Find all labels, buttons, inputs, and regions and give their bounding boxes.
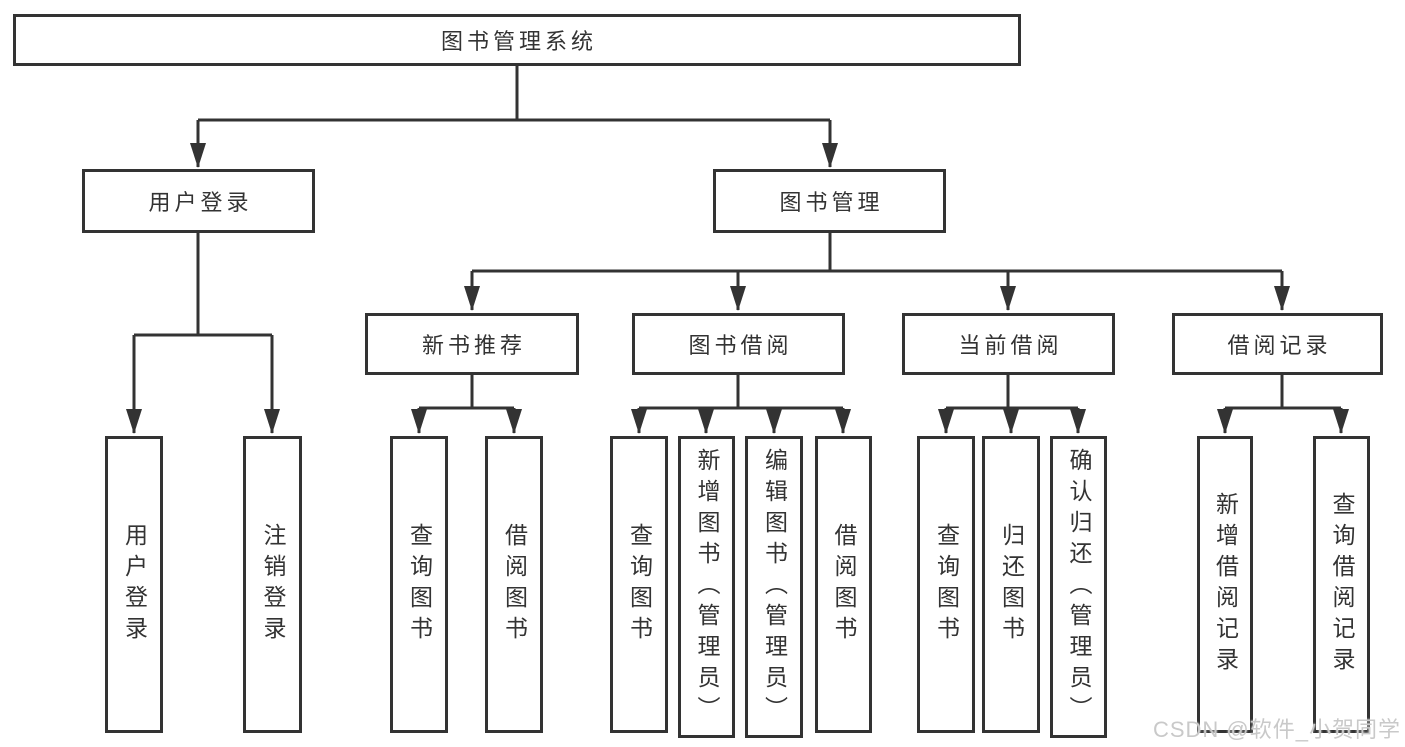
node-label: 查询图书	[933, 522, 960, 647]
node-user-login: 用户登录	[82, 169, 315, 233]
node-book-management: 图书管理	[713, 169, 946, 233]
node-label: 确认归还（管理员）	[1066, 447, 1092, 727]
leaf-borrowing-borrow-books: 借阅图书	[815, 436, 872, 733]
leaf-user-login: 用户登录	[105, 436, 163, 733]
leaf-return-books: 归还图书	[982, 436, 1040, 733]
node-library-management-system: 图书管理系统	[13, 14, 1021, 66]
leaf-logout: 注销登录	[243, 436, 302, 733]
node-label: 图书管理	[779, 190, 884, 215]
node-current-borrowing: 当前借阅	[902, 313, 1115, 375]
leaf-add-borrow-record: 新增借阅记录	[1197, 436, 1253, 733]
node-label: 用户登录	[121, 522, 148, 647]
node-label: 查询图书	[626, 522, 653, 647]
node-label: 查询图书	[406, 522, 433, 647]
leaf-newrec-borrow-books: 借阅图书	[485, 436, 543, 733]
leaf-query-borrow-record: 查询借阅记录	[1313, 436, 1370, 733]
node-label: 新增图书（管理员）	[694, 447, 720, 727]
node-label: 新书推荐	[421, 333, 526, 358]
node-borrowing-records: 借阅记录	[1172, 313, 1383, 375]
node-label: 查询借阅记录	[1329, 491, 1355, 678]
node-label: 图书管理系统	[440, 29, 597, 54]
node-label: 借阅图书	[501, 522, 528, 647]
node-label: 当前借阅	[958, 333, 1063, 358]
node-new-book-recommendation: 新书推荐	[365, 313, 579, 375]
node-label: 归还图书	[998, 522, 1025, 647]
leaf-add-books-admin: 新增图书（管理员）	[678, 436, 735, 738]
leaf-current-query-books: 查询图书	[917, 436, 975, 733]
leaf-edit-books-admin: 编辑图书（管理员）	[745, 436, 803, 738]
node-label: 编辑图书（管理员）	[761, 447, 788, 727]
csdn-watermark: CSDN @软件_小贺同学	[1152, 717, 1401, 742]
leaf-newrec-query-books: 查询图书	[390, 436, 448, 733]
node-label: 借阅图书	[831, 522, 857, 647]
node-label: 注销登录	[260, 522, 286, 647]
node-label: 新增借阅记录	[1212, 491, 1239, 678]
leaf-borrowing-query-books: 查询图书	[610, 436, 668, 733]
node-book-borrowing: 图书借阅	[632, 313, 845, 375]
node-label: 借阅记录	[1227, 333, 1332, 358]
node-label: 图书借阅	[688, 333, 793, 358]
node-label: 用户登录	[148, 190, 253, 215]
leaf-confirm-return-admin: 确认归还（管理员）	[1050, 436, 1107, 738]
